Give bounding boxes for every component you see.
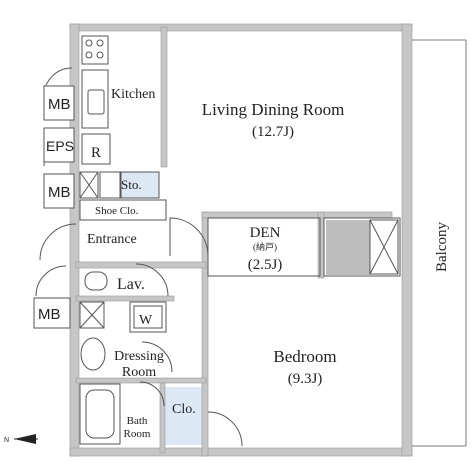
closet-fill — [165, 387, 205, 445]
storage-fill — [121, 172, 159, 198]
den-size: (2.5J) — [248, 257, 283, 273]
washer-label: W — [139, 313, 153, 328]
bath-room-label-1: Bath — [127, 415, 148, 427]
compass-icon: N — [4, 434, 38, 444]
entrance-label: Entrance — [87, 232, 137, 247]
den-name: DEN — [250, 225, 281, 241]
interior-lines — [79, 35, 401, 445]
living-room-name: Living Dining Room — [202, 100, 345, 119]
eps-label: EPS — [46, 138, 74, 154]
balcony-label: Balcony — [434, 222, 450, 272]
dressing-room-label-1: Dressing — [114, 349, 164, 364]
kitchen-label: Kitchen — [111, 87, 155, 102]
bedroom-size: (9.3J) — [288, 371, 323, 387]
balcony-outline — [412, 39, 467, 447]
mb-mid-label: MB — [48, 184, 71, 201]
exterior-walls — [69, 23, 413, 457]
bedroom-name: Bedroom — [273, 347, 336, 366]
dressing-room-label-2: Room — [122, 365, 156, 380]
compass-letter: N — [4, 437, 9, 444]
living-room-size: (12.7J) — [252, 124, 294, 140]
door-swings — [35, 67, 243, 447]
closet-label: Clo. — [172, 402, 196, 417]
shaft-boxes — [33, 85, 75, 329]
bath-room-label-2: Room — [124, 428, 151, 440]
mb-low-label: MB — [38, 306, 61, 323]
storage-label: Sto. — [121, 177, 142, 192]
shoe-closet-label: Shoe Clo. — [95, 205, 139, 217]
den-shade — [326, 220, 370, 275]
den-note: (納戸) — [253, 241, 277, 252]
mb-top-label: MB — [48, 96, 71, 113]
lavatory-label: Lav. — [117, 276, 145, 293]
refrigerator-label: R — [91, 145, 101, 161]
